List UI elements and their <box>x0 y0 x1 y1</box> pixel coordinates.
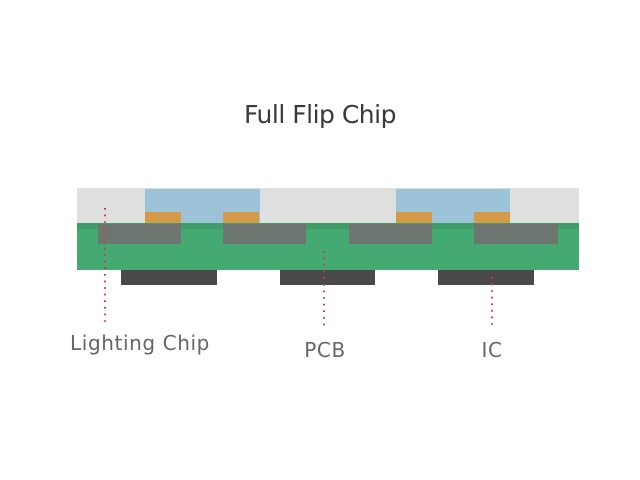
pcb-pad <box>349 224 432 244</box>
label-lighting-chip: Lighting Chip <box>70 331 210 355</box>
solder-bump <box>223 212 259 224</box>
pcb-pad <box>474 224 558 244</box>
label-ic: IC <box>481 338 503 362</box>
ic-chip <box>121 270 217 285</box>
ic-chip <box>280 270 375 285</box>
ic-chip <box>438 270 534 285</box>
pcb-pad <box>223 224 306 244</box>
diagram-title: Full Flip Chip <box>244 100 396 129</box>
label-pcb: PCB <box>304 338 346 362</box>
solder-bump <box>396 212 432 224</box>
pcb-top-band <box>77 223 579 229</box>
solder-bump <box>145 212 181 224</box>
solder-bump <box>474 212 510 224</box>
pcb-pad <box>98 224 181 244</box>
